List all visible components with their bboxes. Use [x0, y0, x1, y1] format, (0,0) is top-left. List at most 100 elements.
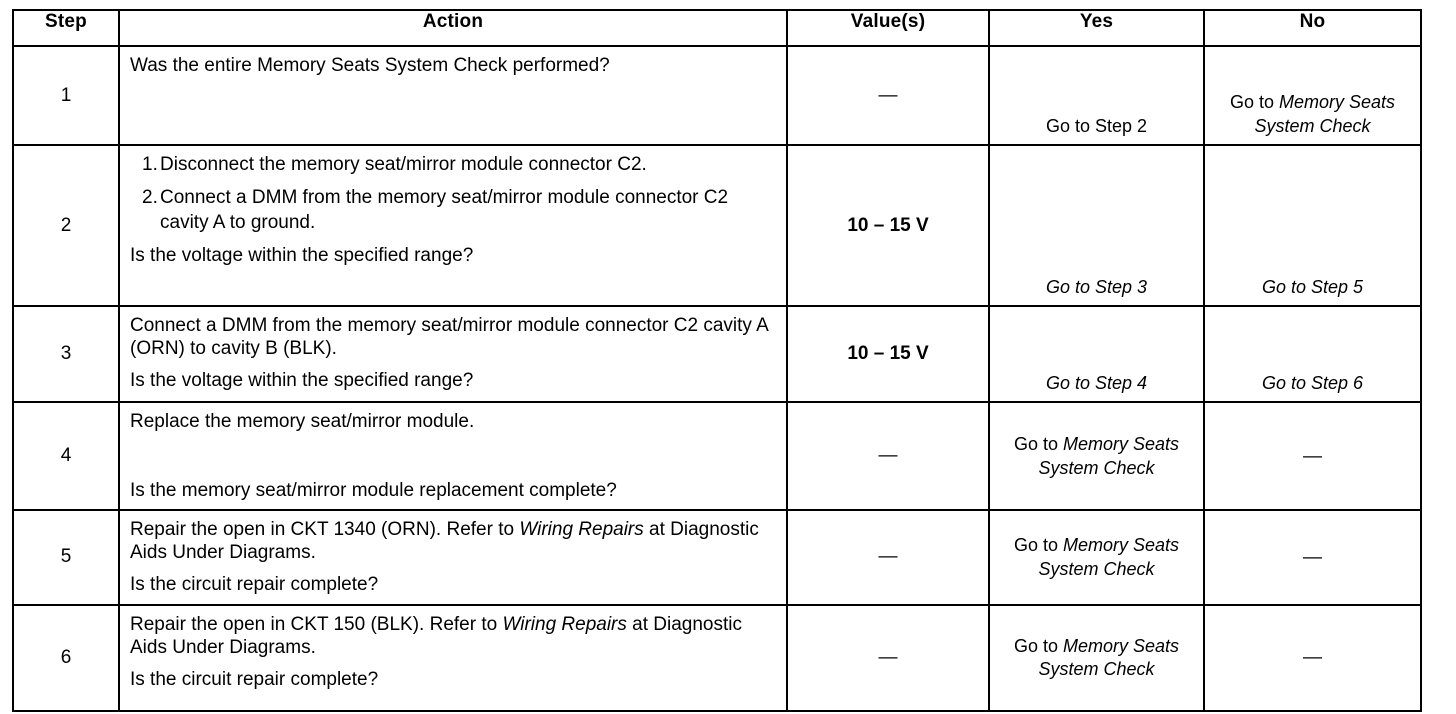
list-item-text: Connect a DMM from the memory seat/mirro…: [160, 187, 729, 233]
cell-no: —: [1203, 509, 1422, 606]
cell-value: —: [786, 45, 990, 146]
cell-step: 1: [12, 45, 120, 146]
cell-action: 1. Disconnect the memory seat/mirror mod…: [118, 144, 788, 307]
step-number: 6: [60, 646, 72, 668]
yes-branch-italic: Memory Seats System Check: [1038, 535, 1180, 579]
cell-value: —: [786, 509, 990, 606]
cell-yes: Go to Memory Seats System Check: [988, 509, 1205, 606]
yes-branch-italic: Memory Seats System Check: [1038, 635, 1180, 680]
diagnostic-table: Step Action Value(s) Yes No 1 Was the en…: [12, 9, 1422, 712]
table-row: 1 Was the entire Memory Seats System Che…: [12, 45, 1422, 146]
cell-value: 10 – 15 V: [786, 305, 990, 403]
no-branch: —: [1303, 647, 1322, 669]
yes-branch: Go to Step 2: [1046, 115, 1147, 138]
cell-no: Go to Step 5: [1203, 144, 1422, 307]
action-step-list: 1. Disconnect the memory seat/mirror mod…: [130, 153, 776, 235]
no-branch: —: [1303, 546, 1322, 568]
no-branch-prefix: Go to: [1229, 92, 1279, 113]
action-text-post: at Diagnostic Aids Under Diagrams.: [130, 613, 743, 658]
action-question: Is the voltage within the specified rang…: [130, 370, 474, 392]
yes-branch-prefix: Go to: [1013, 434, 1063, 455]
no-branch: Go to Step 6: [1261, 372, 1364, 393]
cell-no: —: [1203, 401, 1422, 511]
table-row: 3 Connect a DMM from the memory seat/mir…: [12, 305, 1422, 403]
action-question: Is the memory seat/mirror module replace…: [130, 479, 617, 501]
value-text: 10 – 15 V: [847, 214, 929, 236]
action-text-italic: Wiring Repairs: [519, 519, 644, 540]
action-text: Connect a DMM from the memory seat/mirro…: [130, 315, 768, 360]
step-number: 4: [60, 445, 72, 467]
value-text: 10 – 15 V: [847, 343, 929, 365]
cell-yes: Go to Step 3: [988, 144, 1205, 307]
table-header: Step Action Value(s) Yes No: [12, 9, 1422, 47]
action-text: Repair the open in CKT 1340 (ORN). Refer…: [130, 518, 776, 564]
column-header-step: Step: [12, 9, 120, 47]
action-text-pre: Repair the open in CKT 1340 (ORN). Refer…: [130, 519, 520, 540]
value-text: —: [878, 445, 898, 467]
step-number: 5: [60, 546, 72, 568]
action-text: Was the entire Memory Seats System Check…: [130, 55, 610, 76]
cell-action: Repair the open in CKT 150 (BLK). Refer …: [118, 603, 788, 712]
cell-step: 3: [12, 305, 120, 403]
cell-yes: Go to Step 2: [988, 45, 1205, 146]
no-branch: Go to Memory Seats System Check: [1215, 91, 1410, 138]
cell-step: 4: [12, 401, 120, 511]
action-question: Is the circuit repair complete?: [130, 574, 379, 596]
column-header-action: Action: [118, 9, 788, 47]
no-branch-italic: Memory Seats System Check: [1254, 92, 1396, 136]
step-number: 2: [60, 214, 72, 236]
table-body: 1 Was the entire Memory Seats System Che…: [12, 45, 1422, 712]
list-item: 2. Connect a DMM from the memory seat/mi…: [130, 186, 776, 235]
yes-branch: Go to Memory Seats System Check: [1000, 534, 1193, 581]
cell-step: 5: [12, 509, 120, 606]
action-question: Is the voltage within the specified rang…: [130, 244, 474, 266]
cell-no: —: [1203, 603, 1422, 712]
cell-yes: Go to Step 4: [988, 305, 1205, 403]
action-text-italic: Wiring Repairs: [502, 613, 627, 635]
yes-branch: Go to Memory Seats System Check: [1000, 635, 1193, 682]
header-row: Step Action Value(s) Yes No: [12, 9, 1422, 47]
no-branch: —: [1303, 445, 1322, 467]
list-item-text: Disconnect the memory seat/mirror module…: [160, 154, 647, 175]
yes-branch-prefix: Go to: [1013, 635, 1063, 656]
cell-action: Repair the open in CKT 1340 (ORN). Refer…: [118, 509, 788, 606]
value-text: —: [878, 546, 898, 568]
table-row: 4 Replace the memory seat/mirror module.…: [12, 401, 1422, 511]
step-number: 1: [60, 84, 72, 106]
value-text: —: [878, 646, 898, 668]
column-header-yes: Yes: [988, 9, 1205, 47]
table-row: 5 Repair the open in CKT 1340 (ORN). Ref…: [12, 509, 1422, 606]
no-branch: Go to Step 5: [1261, 276, 1364, 297]
value-text: —: [878, 84, 898, 106]
column-header-value: Value(s): [786, 9, 990, 47]
yes-branch-prefix: Go to: [1013, 535, 1063, 556]
cell-action: Connect a DMM from the memory seat/mirro…: [118, 305, 788, 403]
list-item: 1. Disconnect the memory seat/mirror mod…: [130, 153, 776, 177]
yes-branch-italic: Memory Seats System Check: [1038, 434, 1180, 478]
cell-no: Go to Memory Seats System Check: [1203, 45, 1422, 146]
column-header-no: No: [1203, 9, 1422, 47]
table-row: 2 1. Disconnect the memory seat/mirror m…: [12, 144, 1422, 307]
cell-value: —: [786, 603, 990, 712]
action-text: Repair the open in CKT 150 (BLK). Refer …: [130, 613, 776, 659]
cell-action: Replace the memory seat/mirror module. I…: [118, 401, 788, 511]
action-question: Is the circuit repair complete?: [130, 669, 379, 690]
list-item-number: 2.: [142, 187, 158, 209]
cell-step: 6: [12, 603, 120, 712]
action-text-post: at Diagnostic Aids Under Diagrams.: [130, 519, 759, 564]
yes-branch: Go to Memory Seats System Check: [1000, 433, 1193, 480]
action-text: Replace the memory seat/mirror module.: [130, 411, 475, 432]
yes-branch: Go to Step 3: [1045, 276, 1148, 297]
action-text-pre: Repair the open in CKT 150 (BLK). Refer …: [130, 613, 503, 635]
cell-yes: Go to Memory Seats System Check: [988, 401, 1205, 511]
cell-action: Was the entire Memory Seats System Check…: [118, 45, 788, 146]
list-item-number: 1.: [142, 154, 158, 175]
cell-value: —: [786, 401, 990, 511]
cell-yes: Go to Memory Seats System Check: [988, 603, 1205, 712]
yes-branch: Go to Step 4: [1045, 372, 1148, 393]
table-row: 6 Repair the open in CKT 150 (BLK). Refe…: [12, 603, 1422, 712]
step-number: 3: [60, 343, 72, 365]
cell-no: Go to Step 6: [1203, 305, 1422, 403]
cell-step: 2: [12, 144, 120, 307]
